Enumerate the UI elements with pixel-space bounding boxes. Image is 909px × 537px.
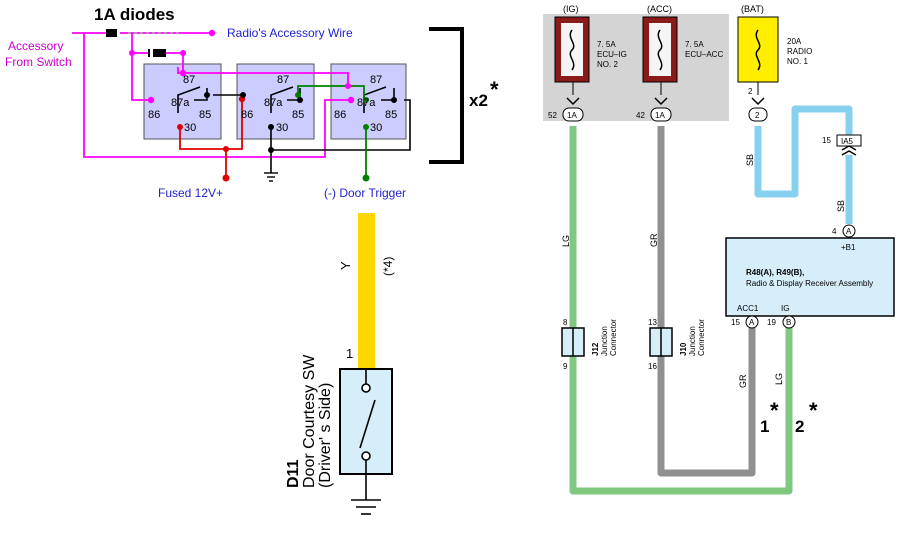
radio-wire-label: Radio's Accessory Wire [227, 26, 353, 40]
multiplier-label: x2 [469, 91, 488, 110]
fuse-acc-conn-label: 1A [655, 111, 665, 120]
relay3-85: 85 [385, 109, 397, 121]
door-wire-color: Y [338, 261, 353, 270]
ia5-label: IA5 [841, 137, 854, 146]
ig-conn-label: B [786, 318, 791, 327]
fuse-ig-conn-label: 1A [567, 111, 577, 120]
j10-top-pin: 13 [648, 318, 657, 327]
acc1-conn-label: A [749, 318, 755, 327]
relay-circuit: 87 87a 86 85 30 87 87a 86 85 30 87 87a 8… [5, 5, 499, 200]
accessory-label-2: From Switch [5, 55, 72, 69]
door-trigger-label: (-) Door Trigger [324, 186, 406, 200]
ground-icon [264, 172, 278, 182]
door-side: (Driver' s Side) [317, 383, 334, 488]
fuse-acc-circuit: (ACC) [647, 4, 672, 14]
relay1-85: 85 [199, 109, 211, 121]
relay1-87a: 87a [171, 97, 190, 109]
ig-pin: 19 [767, 318, 776, 327]
fuse-acc-amp: 7. 5A [685, 40, 704, 49]
b1-conn [842, 224, 856, 238]
mark-two: 2 [795, 417, 804, 436]
j12-label-1: Junction [600, 326, 609, 356]
mark-one-star: * [770, 398, 779, 423]
fuse-bat-name-2: NO. 1 [787, 57, 808, 66]
j12-code: J12 [591, 342, 600, 356]
ig-conn [782, 315, 796, 329]
j10-bottom-pin: 16 [648, 362, 657, 371]
door-name: Door Courtesy SW [301, 354, 318, 488]
diode-icon [106, 29, 166, 57]
fuse-bat-small-pin: 2 [748, 87, 753, 96]
fuse-bat-conn-label: 2 [755, 111, 760, 120]
fuse-ig-name-1: ECU–IG [597, 50, 627, 59]
door-wire-note: (*4) [381, 257, 395, 276]
relay2-86: 86 [241, 109, 253, 121]
fuse-acc-conn [650, 107, 672, 122]
fuse-ig-wire: LG [561, 235, 571, 247]
bracket [429, 27, 464, 164]
fuse-ig-name-2: NO. 2 [597, 60, 618, 69]
sb-wire-1: SB [745, 154, 755, 166]
relay2-30: 30 [276, 122, 288, 134]
fuse-ig-pin: 52 [548, 111, 557, 120]
diagram-title: 1A diodes [94, 5, 175, 24]
fuse-bat-conn [748, 107, 768, 122]
j10-code: J10 [679, 342, 688, 356]
ig-wire: LG [774, 373, 784, 385]
relay2-87a: 87a [264, 97, 283, 109]
fuse-acc-pin: 42 [636, 111, 645, 120]
fuse-acc-wire: GR [649, 233, 659, 247]
accessory-label-1: Accessory [8, 39, 63, 53]
acc1-conn [745, 315, 759, 329]
relay2-85: 85 [292, 109, 304, 121]
j10-label-1: Junction [688, 326, 697, 356]
relay1-30: 30 [184, 122, 196, 134]
multiplier-asterisk: * [490, 77, 499, 102]
ig-label: IG [781, 304, 789, 313]
relay1-86: 86 [148, 109, 160, 121]
j10-label-2: Connector [697, 319, 706, 356]
radio-wiring-section: (IG) 7. 5A ECU–IG NO. 2 52 1A LG (ACC) 7… [543, 4, 895, 495]
relay3-30: 30 [370, 122, 382, 134]
receiver-box [725, 237, 895, 317]
fuse-acc-name: ECU–ACC [685, 50, 723, 59]
fuse-ig-conn [562, 107, 584, 122]
relay3-86: 86 [334, 109, 346, 121]
fuse-bat-circuit: (BAT) [741, 4, 764, 14]
receiver-title: Radio & Display Receiver Assembly [746, 279, 873, 288]
j12-label-2: Connector [609, 319, 618, 356]
fuse-bat-name-1: RADIO [787, 47, 812, 56]
b1-pin: 4 [832, 227, 837, 236]
sb-wire-2: SB [836, 200, 846, 212]
acc1-label: ACC1 [737, 304, 759, 313]
relay3-87a: 87a [357, 97, 376, 109]
b1-label: +B1 [841, 243, 856, 252]
relay1-87: 87 [183, 74, 195, 86]
acc1-wire: GR [738, 374, 748, 388]
relay3-87: 87 [370, 74, 382, 86]
acc1-pin: 15 [731, 318, 740, 327]
j12-top-pin: 8 [563, 318, 568, 327]
relay2-87: 87 [277, 74, 289, 86]
j12-bottom-pin: 9 [563, 362, 568, 371]
b1-conn-label: A [846, 227, 852, 236]
switch-icon [359, 369, 376, 500]
door-code: D11 [285, 459, 302, 488]
fused-label: Fused 12V+ [158, 186, 223, 200]
receiver-code: R48(A), R49(B), [746, 268, 804, 277]
ground-icon [351, 499, 381, 515]
ia5-pin: 15 [822, 136, 831, 145]
fuse-bat-amp: 20A [787, 37, 802, 46]
door-pin: 1 [346, 346, 353, 361]
fuse-ig-amp: 7. 5A [597, 40, 616, 49]
fuse-ig-circuit: (IG) [563, 4, 579, 14]
mark-two-star: * [809, 398, 818, 423]
door-switch-section: Y (*4) 1 D11 Door Courtesy SW (Driver' s… [285, 213, 395, 515]
mark-one: 1 [760, 417, 769, 436]
